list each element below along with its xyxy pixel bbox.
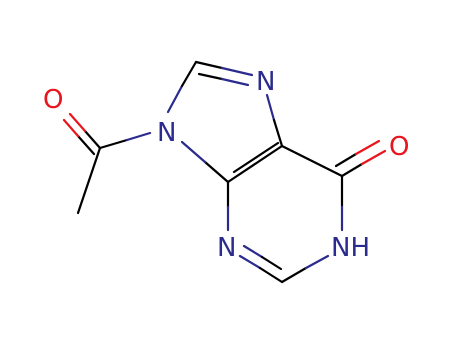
bond-c2-n1-a <box>280 266 308 284</box>
bond-n3-c2-a <box>238 254 262 270</box>
atom-n1h-label: NH <box>331 233 370 263</box>
atom-o-acetyl-label: O <box>43 85 63 115</box>
bond-c6-o-d <box>354 139 381 156</box>
bond-c6-o-c <box>334 152 358 168</box>
bond-c8-n7-d <box>220 77 250 87</box>
bond-c8-n7-b <box>220 66 254 77</box>
acetyl-group <box>62 112 152 215</box>
bond-c6-o-a <box>340 162 364 178</box>
bond-c8-n7-a <box>194 60 224 70</box>
bond-c6-o-b <box>360 149 387 166</box>
atom-n9-label: N <box>157 118 176 148</box>
bond-n9-c8-a <box>166 84 184 114</box>
bond-c-o-2a <box>76 134 96 156</box>
imidazole-ring <box>166 60 284 184</box>
bond-c8-n7-c <box>197 72 224 81</box>
bond-n3-c2-b <box>258 266 284 284</box>
bond-n9-c8-b <box>180 60 198 88</box>
bond-c4-c5-a <box>226 144 284 184</box>
bond-c-o-1b <box>68 112 87 133</box>
bond-n3-c2-c <box>242 244 264 259</box>
atom-n3-label: N <box>217 233 236 263</box>
bond-c-o-2b <box>62 118 80 138</box>
pyrimidine-ring <box>226 139 387 284</box>
bond-c-o-1a <box>83 129 102 150</box>
bond-n7-c5-a <box>265 93 276 122</box>
atom-n7-label: N <box>256 67 275 97</box>
bond-c2-n1-b <box>304 254 330 270</box>
bond-c4-n9-a <box>203 160 230 184</box>
bond-c-n9-a <box>98 138 129 150</box>
bond-n3-c2-d <box>260 255 283 271</box>
bond-c-n9-b <box>125 131 152 142</box>
bond-c4-c5-b <box>232 141 280 174</box>
bond-c4-n9-b <box>180 140 207 164</box>
atom-o-carbonyl-label: O <box>389 132 409 162</box>
bond-ch3-c <box>76 146 102 215</box>
bond-n7-c5-b <box>272 118 284 148</box>
bond-c5-c6 <box>280 144 344 178</box>
